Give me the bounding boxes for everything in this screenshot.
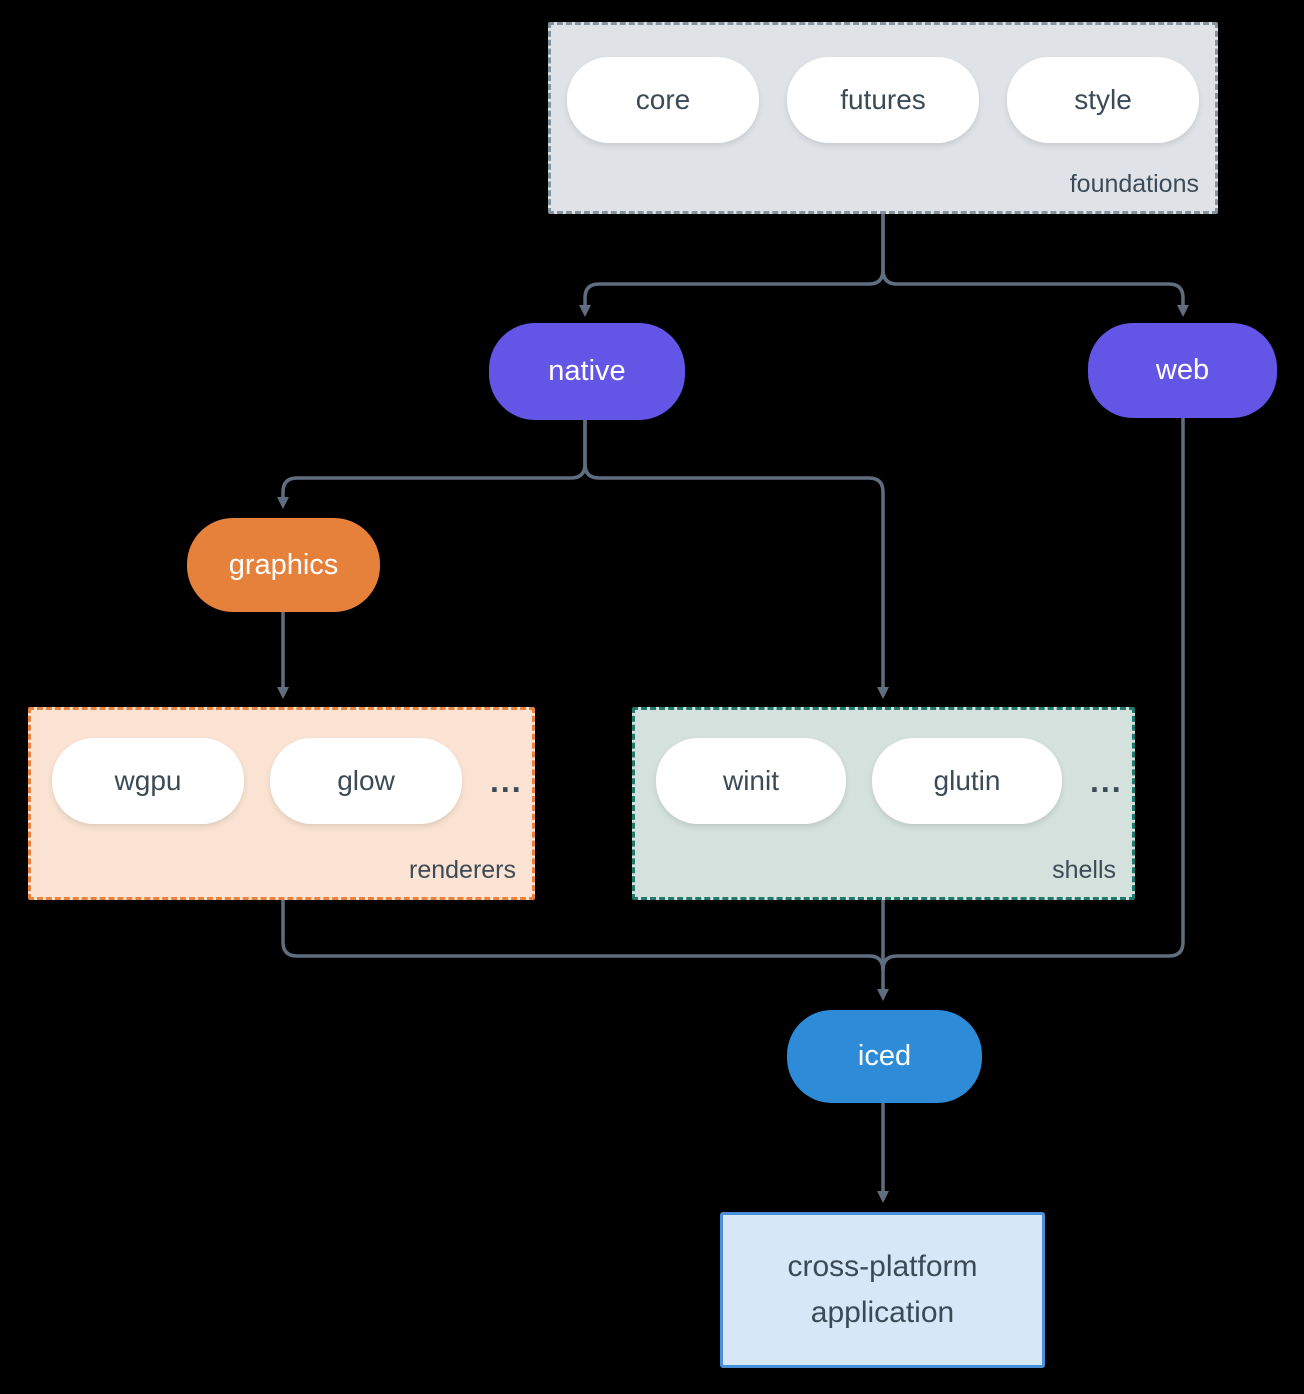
node-wgpu: wgpu bbox=[52, 738, 244, 824]
node-web: web bbox=[1088, 323, 1277, 418]
edge-foundations-web bbox=[881, 214, 1189, 317]
renderers-group-label: renderers bbox=[409, 856, 516, 884]
edge-foundations-native bbox=[579, 214, 885, 317]
node-futures: futures bbox=[787, 57, 979, 143]
node-glutin: glutin bbox=[872, 738, 1062, 824]
group-shells: winit glutin ... shells bbox=[632, 707, 1135, 900]
node-style: style bbox=[1007, 57, 1199, 143]
group-foundations: core futures style foundations bbox=[548, 22, 1218, 214]
foundations-pill-row: core futures style bbox=[551, 25, 1215, 143]
edge-native-shells bbox=[583, 420, 889, 699]
shells-ellipsis: ... bbox=[1090, 762, 1123, 799]
group-renderers: wgpu glow ... renderers bbox=[28, 707, 535, 900]
shells-pill-row: winit glutin ... bbox=[635, 710, 1132, 824]
foundations-group-label: foundations bbox=[1069, 170, 1199, 198]
node-graphics: graphics bbox=[187, 518, 380, 612]
node-winit: winit bbox=[656, 738, 846, 824]
node-glow: glow bbox=[270, 738, 462, 824]
renderers-pill-row: wgpu glow ... bbox=[31, 710, 532, 824]
shells-group-label: shells bbox=[1052, 856, 1116, 884]
edge-renderers-iced bbox=[281, 900, 885, 971]
renderers-ellipsis: ... bbox=[490, 762, 523, 799]
node-cross-platform-application: cross-platform application bbox=[720, 1212, 1045, 1368]
node-native: native bbox=[489, 323, 685, 420]
edge-native-graphics bbox=[277, 420, 587, 509]
node-iced: iced bbox=[787, 1010, 982, 1103]
node-core: core bbox=[567, 57, 759, 143]
